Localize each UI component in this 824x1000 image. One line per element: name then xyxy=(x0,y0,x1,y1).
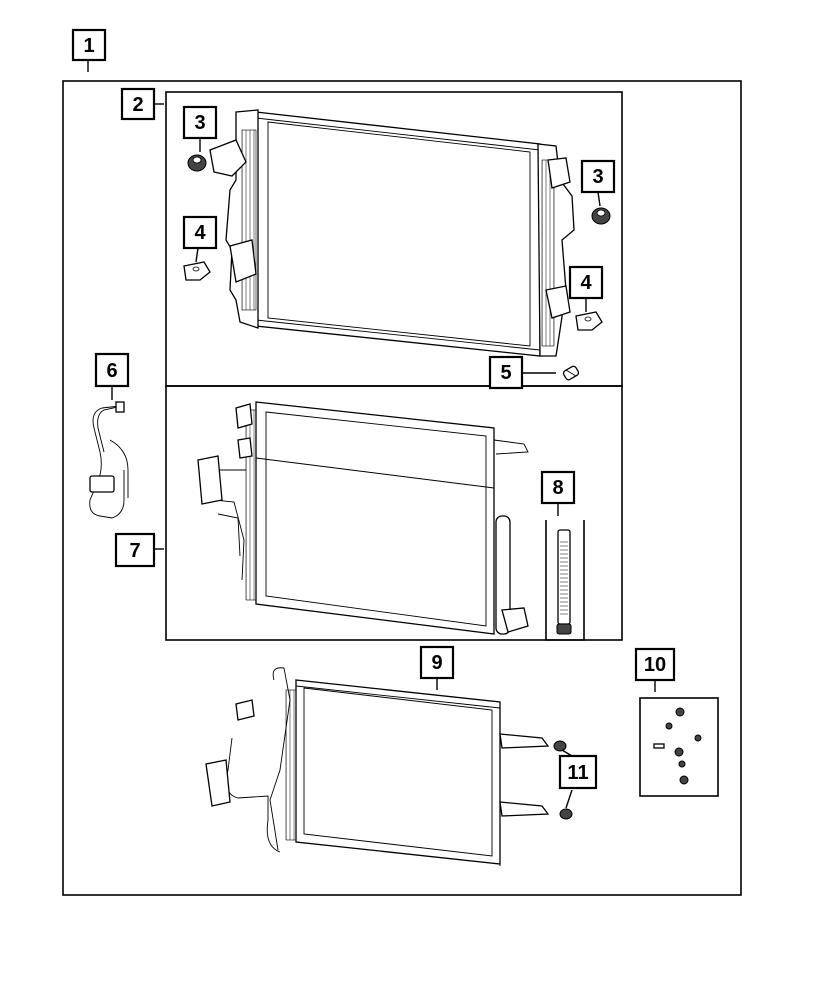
cooler-isolator-upper xyxy=(553,740,567,752)
callout-7-label: 7 xyxy=(129,540,140,562)
assembly-frame xyxy=(62,80,742,896)
upper-isolator-left xyxy=(187,154,207,172)
callout-3-right-label: 3 xyxy=(592,166,603,188)
callout-9-label: 9 xyxy=(431,652,442,674)
receiver-drier-cartridge xyxy=(556,529,572,635)
callout-11-label: 11 xyxy=(567,762,588,784)
radiator-illustration xyxy=(209,109,575,357)
receiver-drier-frame xyxy=(545,520,585,641)
callout-3-right: 3 xyxy=(580,159,616,194)
callout-3-left-label: 3 xyxy=(194,112,205,134)
fastener-kit-hardware xyxy=(653,707,702,785)
callout-9: 9 xyxy=(419,645,455,680)
callout-5-label: 5 xyxy=(500,362,511,384)
leader-lines xyxy=(87,60,656,809)
callout-8-label: 8 xyxy=(552,477,563,499)
callout-4-right-label: 4 xyxy=(580,272,592,294)
callout-1: 1 xyxy=(71,28,107,62)
condenser-group-frame xyxy=(165,385,623,641)
callout-2: 2 xyxy=(120,87,156,121)
callout-6-label: 6 xyxy=(106,360,117,382)
drain-plug xyxy=(562,365,580,381)
condenser-illustration xyxy=(197,401,529,635)
callout-5: 5 xyxy=(488,355,524,390)
oil-cooler-illustration xyxy=(205,667,550,866)
callout-2-label: 2 xyxy=(132,94,143,116)
upper-isolator-right xyxy=(591,207,611,225)
cooler-line xyxy=(89,401,129,519)
callout-10-label: 10 xyxy=(644,654,666,676)
callout-11: 11 xyxy=(558,754,598,790)
cooler-isolator-lower xyxy=(559,808,573,820)
callout-8: 8 xyxy=(540,470,576,505)
callout-6: 6 xyxy=(94,352,130,388)
callout-10: 10 xyxy=(634,647,676,682)
callout-4-right: 4 xyxy=(568,265,604,300)
callout-4-left: 4 xyxy=(182,215,218,250)
callout-4-left-label: 4 xyxy=(194,222,206,244)
lower-isolator-left xyxy=(183,261,211,281)
fastener-kit-frame xyxy=(639,697,719,797)
callout-3-left: 3 xyxy=(182,105,218,140)
callout-1-label: 1 xyxy=(83,35,94,57)
callout-7: 7 xyxy=(114,532,156,568)
lower-isolator-right xyxy=(575,311,603,331)
